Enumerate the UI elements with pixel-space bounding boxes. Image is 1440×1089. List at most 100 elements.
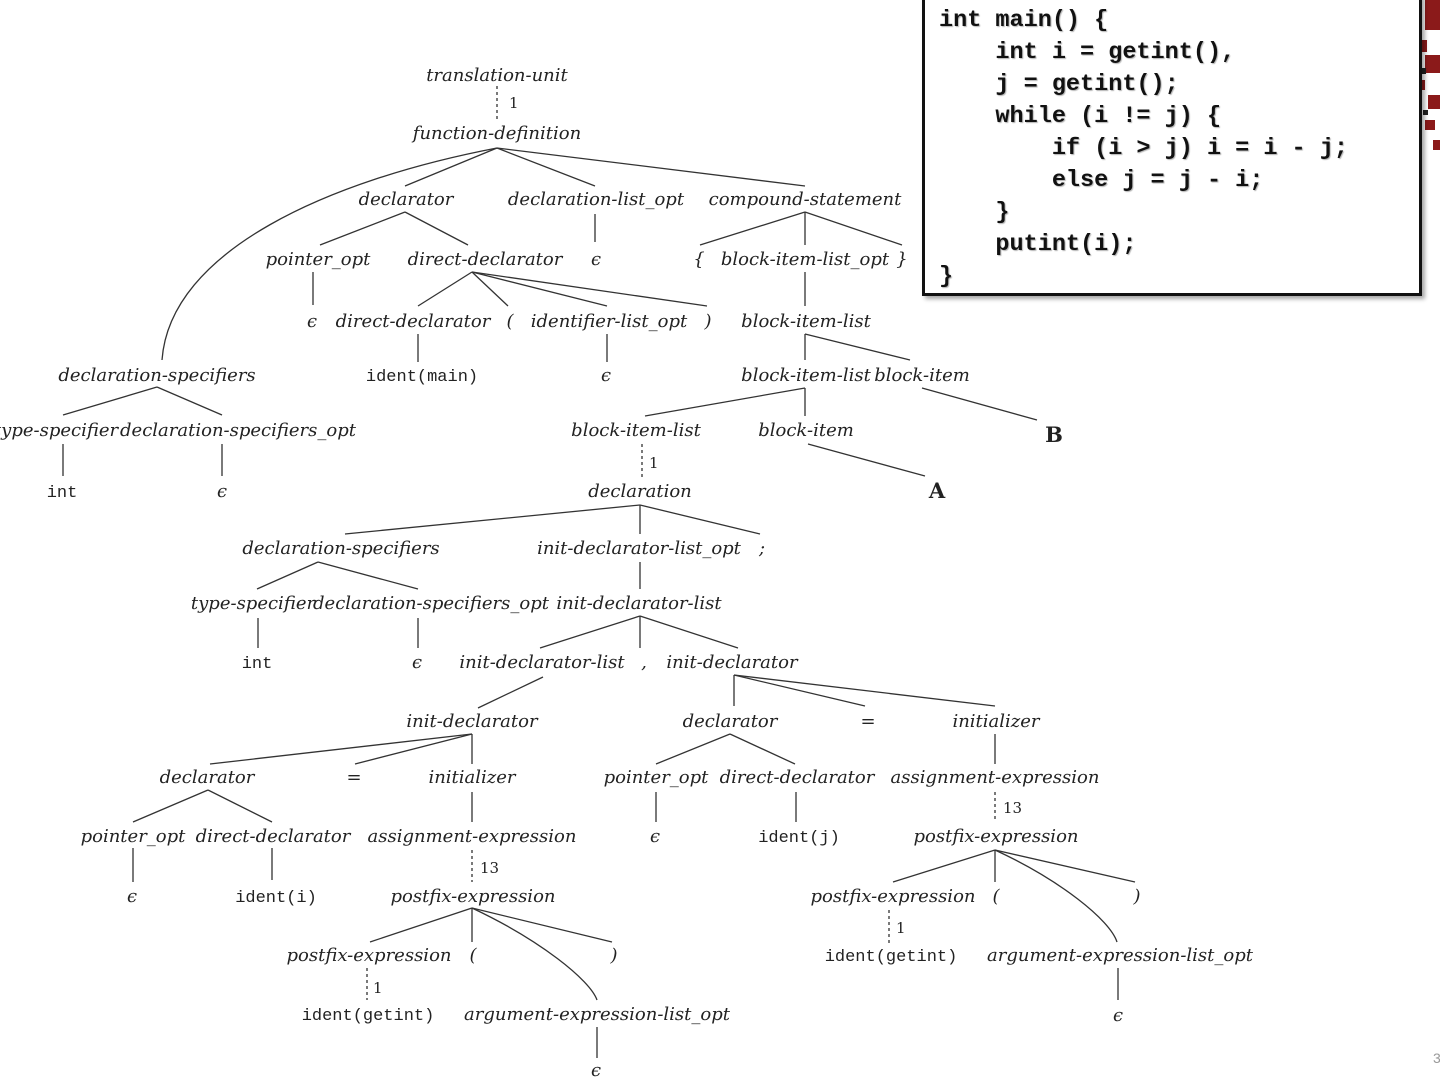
node-declaration-specifiers-opt: declaration-specifiers_opt [313, 593, 550, 614]
edge [729, 733, 796, 765]
edge [994, 849, 1118, 943]
code-line: int main() { [939, 7, 1109, 34]
edge [994, 849, 1136, 883]
node-block-item-list: block-item-list [741, 365, 871, 386]
node-epsilon: ϵ [412, 652, 422, 673]
node-ident-getint: ident(getint) [825, 948, 958, 967]
edge [471, 907, 613, 943]
node-rparen: ) [703, 311, 711, 332]
node-init-declarator-list-opt: init-declarator-list_opt [537, 538, 742, 559]
edge [921, 387, 1038, 421]
code-line: while (i != j) { [939, 103, 1222, 130]
edge [471, 271, 708, 307]
slide-page-number: 3 [1433, 1050, 1440, 1066]
node-init-declarator-list: init-declarator-list [556, 593, 722, 614]
node-postfix-expression: postfix-expression [811, 886, 976, 907]
node-int-keyword: int [242, 655, 273, 674]
node-rparen: ) [1132, 886, 1140, 907]
node-pointer-opt: pointer_opt [266, 249, 372, 270]
derivation-step: 1 [896, 919, 906, 937]
node-block-item-list-opt: block-item-list_opt [721, 249, 890, 270]
code-line: else j = j - i; [939, 167, 1264, 194]
node-init-declarator: init-declarator [666, 652, 799, 673]
derivation-step: 1 [373, 979, 383, 997]
edge [539, 615, 641, 649]
edge [639, 504, 761, 535]
node-declaration-specifiers: declaration-specifiers [58, 365, 255, 386]
edge [354, 733, 473, 765]
node-declaration: declaration [588, 481, 692, 502]
node-epsilon: ϵ [217, 481, 227, 502]
node-postfix-expression: postfix-expression [287, 945, 452, 966]
edge [496, 147, 806, 187]
edge [804, 211, 903, 246]
edge [156, 386, 223, 416]
node-function-definition: function-definition [411, 123, 581, 144]
node-block-item: block-item [874, 365, 970, 386]
edge [369, 907, 473, 943]
edge [477, 676, 544, 709]
edge [209, 733, 473, 765]
derivation-step: 13 [480, 859, 499, 877]
edge [317, 561, 419, 590]
derivation-step: 1 [509, 94, 519, 112]
node-semicolon: ; [758, 538, 765, 559]
node-initializer: initializer [428, 767, 516, 788]
node-lbrace: { [693, 249, 704, 270]
node-translation-unit: translation-unit [426, 65, 568, 86]
node-equals: = [860, 711, 875, 732]
node-epsilon: ϵ [307, 311, 317, 332]
code-line: putint(i); [939, 231, 1137, 258]
edge [733, 674, 996, 707]
node-block-item: block-item [758, 420, 854, 441]
subtree-marker-b: B [1045, 422, 1063, 447]
source-code-panel: int main() { int i = getint(), j = getin… [922, 0, 1422, 296]
edge [161, 147, 498, 361]
node-declaration-list-opt: declaration-list_opt [508, 189, 685, 210]
node-ident-j: ident(j) [758, 829, 840, 848]
node-argument-expression-list-opt: argument-expression-list_opt [464, 1004, 731, 1025]
node-int-keyword: int [47, 484, 78, 503]
code-line: int i = getint(), [939, 39, 1236, 66]
edge [344, 504, 641, 535]
node-rbrace: } [896, 249, 907, 270]
edge [639, 615, 739, 649]
node-ident-getint: ident(getint) [302, 1007, 435, 1026]
edge [404, 211, 469, 246]
node-initializer: initializer [952, 711, 1040, 732]
node-ident-main: ident(main) [366, 368, 478, 387]
edge [471, 271, 509, 307]
node-compound-statement: compound-statement [709, 189, 903, 210]
node-pointer-opt: pointer_opt [604, 767, 710, 788]
edge [417, 271, 473, 307]
code-line: if (i > j) i = i - j; [939, 135, 1348, 162]
node-type-specifier: type-specifier [0, 420, 119, 441]
node-identifier-list-opt: identifier-list_opt [531, 311, 688, 332]
node-epsilon: ϵ [601, 365, 611, 386]
node-block-item-list: block-item-list [741, 311, 871, 332]
derivation-step: 13 [1003, 799, 1022, 817]
edge [644, 387, 806, 417]
node-lparen: ( [469, 945, 477, 966]
edge [892, 849, 996, 883]
edge [256, 561, 319, 590]
node-epsilon: ϵ [591, 249, 601, 270]
edge [132, 789, 209, 823]
node-declarator: declarator [359, 189, 455, 210]
edge [807, 443, 926, 477]
node-init-declarator: init-declarator [406, 711, 539, 732]
edge [319, 211, 406, 246]
node-ident-i: ident(i) [235, 889, 317, 908]
node-rparen: ) [609, 945, 617, 966]
node-lparen: ( [506, 311, 514, 332]
edge [733, 674, 866, 707]
node-epsilon: ϵ [1113, 1005, 1123, 1026]
code-line: } [939, 263, 954, 290]
edge [655, 733, 731, 765]
edge [471, 907, 598, 1001]
subtree-marker-a: A [928, 478, 946, 503]
node-block-item-list: block-item-list [571, 420, 701, 441]
node-postfix-expression: postfix-expression [391, 886, 556, 907]
node-assignment-expression: assignment-expression [368, 826, 577, 847]
node-declaration-specifiers: declaration-specifiers [242, 538, 439, 559]
